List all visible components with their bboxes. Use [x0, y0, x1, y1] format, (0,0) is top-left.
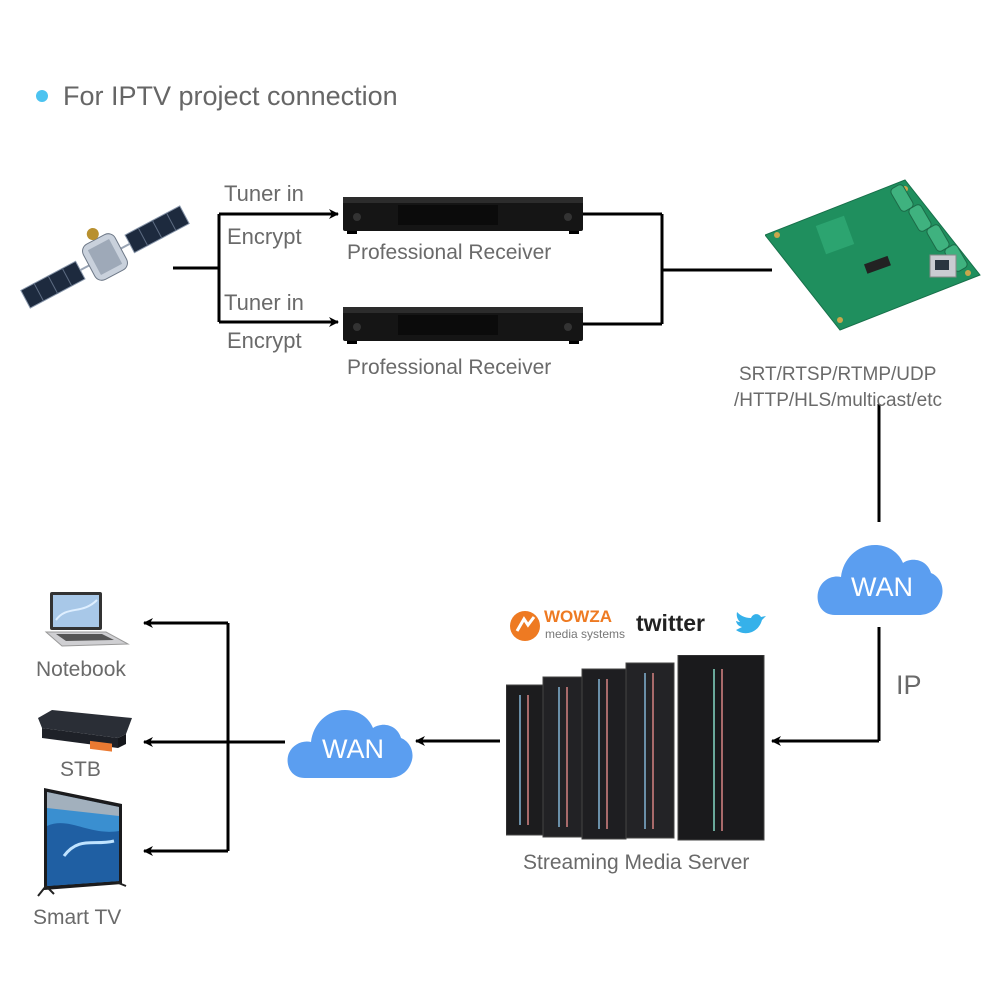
twitter-name: twitter: [636, 610, 705, 636]
protocols-line-1: SRT/RTSP/RTMP/UDP: [739, 364, 937, 385]
title-bullet: [36, 90, 48, 102]
client-label-smart-tv: Smart TV: [33, 906, 122, 929]
ip-label: IP: [896, 670, 922, 700]
cloud-icon: [817, 545, 943, 615]
wan-bottom-label: WAN: [322, 734, 384, 764]
wan-top-label: WAN: [851, 572, 913, 602]
tuner-label-2-line1: Tuner in: [224, 290, 304, 315]
receiver-2: [343, 305, 583, 345]
laptop-icon: [44, 592, 130, 647]
receiver-icon: [343, 307, 583, 344]
client-label-stb: STB: [60, 758, 101, 781]
wowza-logo: WOWZA media systems: [508, 607, 628, 647]
satellite-icon: [20, 205, 190, 309]
wan-cloud-top: WAN: [817, 545, 943, 615]
wan-cloud-bottom: WAN: [287, 710, 413, 778]
set-top-box-icon: [38, 710, 132, 752]
tuner-label-2-line2: Encrypt: [227, 328, 302, 353]
encoder-board-icon: [765, 179, 981, 331]
receiver-1-label: Professional Receiver: [347, 241, 552, 264]
receiver-1: [343, 195, 583, 235]
page-title: For IPTV project connection: [63, 81, 398, 111]
server-racks-icon: [506, 655, 765, 841]
server-label: Streaming Media Server: [523, 851, 750, 874]
smart-tv-icon: [37, 788, 127, 897]
protocols-line-2: /HTTP/HLS/multicast/etc: [734, 390, 942, 411]
client-label-notebook: Notebook: [36, 658, 126, 681]
tuner-label-1-line2: Encrypt: [227, 224, 302, 249]
twitter-logo: twitter: [636, 610, 771, 642]
wowza-icon: [510, 611, 540, 641]
twitter-bird-icon: [736, 612, 766, 634]
tuner-label-1-line1: Tuner in: [224, 181, 304, 206]
wowza-subtitle: media systems: [545, 627, 626, 641]
receiver-2-label: Professional Receiver: [347, 356, 552, 379]
receiver-icon: [343, 197, 583, 234]
wowza-name: WOWZA: [544, 607, 612, 626]
cloud-icon: [287, 710, 413, 778]
